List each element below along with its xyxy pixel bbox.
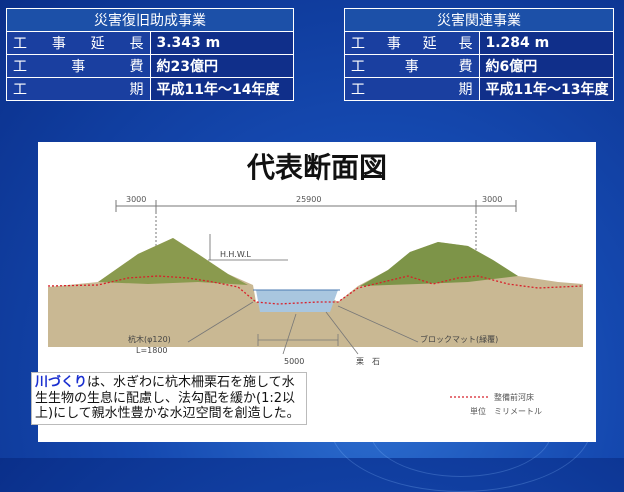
diagram-title: 代表断面図 xyxy=(246,151,387,184)
legend-line-label: 整備前河床 xyxy=(494,392,534,402)
label-length: 工事延長 xyxy=(344,31,480,55)
river-water xyxy=(256,290,338,312)
note-text: は、水ぎわに杭木柵栗石を施して水生生物の生息に配慮し、法勾配を緩か(1:2以上)… xyxy=(35,375,300,421)
dim-center-label: 25900 xyxy=(296,195,321,204)
right-info-table: 災害関連事業 工事延長 1.284 m 工事費 約6億円 工期 平成11年～13… xyxy=(344,8,614,101)
dim-bottom-label: 5000 xyxy=(284,357,304,366)
value-period: 平成11年～14年度 xyxy=(149,77,294,101)
right-embankment xyxy=(360,242,518,286)
label-period: 工期 xyxy=(6,77,151,101)
previous-riverbed-line xyxy=(47,275,584,305)
label-period: 工期 xyxy=(344,77,480,101)
dim-right-label: 3000 xyxy=(482,195,502,204)
value-cost: 約6億円 xyxy=(478,54,614,78)
note-highlight: 川づくり xyxy=(35,375,88,390)
hwl-label: H.H.W.L xyxy=(220,250,251,259)
legend-unit-label: 単位 ミリメートル xyxy=(470,406,542,416)
right-table-title: 災害関連事業 xyxy=(344,8,614,32)
stake-label: 杭木(φ120) xyxy=(128,334,171,344)
value-length: 3.343 m xyxy=(149,31,294,55)
left-embankment xyxy=(98,238,248,285)
value-cost: 約23億円 xyxy=(149,54,294,78)
cross-section-panel: 代表断面図 3000 25900 3000 H.H.W.L xyxy=(38,142,596,442)
block-mat-label: ブロックマット(緑覆) xyxy=(420,334,498,344)
label-length: 工事延長 xyxy=(6,31,151,55)
label-cost: 工事費 xyxy=(344,54,480,78)
left-info-table: 災害復旧助成事業 工事延長 3.343 m 工事費 約23億円 工期 平成11年… xyxy=(6,8,294,101)
cross-section-diagram: 3000 25900 3000 H.H.W.L 杭木(φ120) L=1800 … xyxy=(47,195,584,416)
value-period: 平成11年～13年度 xyxy=(478,77,614,101)
leader-lines xyxy=(187,301,419,355)
description-note: 川づくりは、水ぎわに杭木柵栗石を施して水生生物の生息に配慮し、法勾配を緩か(1:… xyxy=(31,372,307,425)
left-table-title: 災害復旧助成事業 xyxy=(6,8,294,32)
rubble-label: 栗 石 xyxy=(356,357,380,366)
value-length: 1.284 m xyxy=(478,31,614,55)
label-cost: 工事費 xyxy=(6,54,151,78)
dim-left-label: 3000 xyxy=(126,195,146,204)
stake-length-label: L=1800 xyxy=(136,346,168,355)
top-dimension-lines xyxy=(115,200,517,252)
